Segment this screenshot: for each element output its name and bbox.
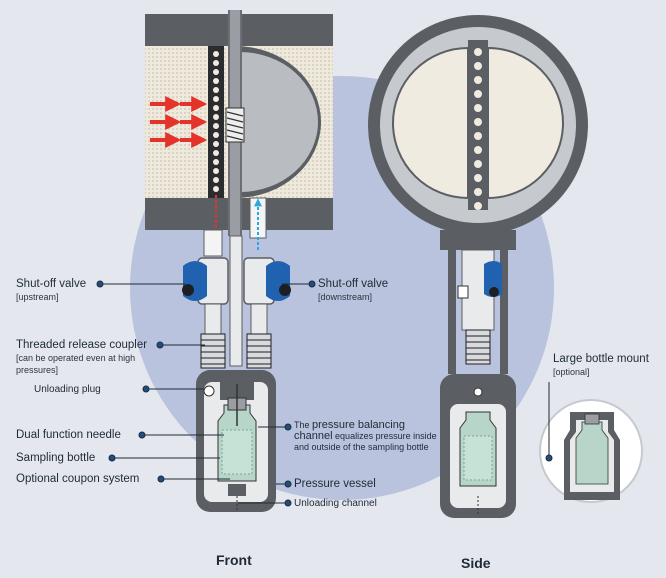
label-coupon-system-title: Optional coupon system: [16, 473, 140, 485]
label-pressure-balancing-desc: equalizes pressure inside and outside of…: [294, 431, 437, 452]
label-pressure-balancing: The pressure balancing channel equalizes…: [294, 420, 444, 453]
front-view: [145, 10, 333, 512]
label-unloading-channel: Unloading channel: [294, 497, 377, 511]
label-pressure-balancing-title: pressure balancing channel: [294, 419, 405, 442]
label-dual-needle-title: Dual function needle: [16, 429, 121, 441]
label-threaded-coupler-title: Threaded release coupler: [16, 339, 148, 351]
label-threaded-coupler-sub: [can be operated even at high pressures]: [16, 353, 136, 375]
label-pressure-vessel-title: Pressure vessel: [294, 478, 376, 490]
label-shutoff-downstream-title: Shut-off valve: [318, 278, 389, 290]
label-unloading-plug: Unloading plug: [34, 383, 101, 397]
label-coupon-system: Optional coupon system: [16, 472, 139, 486]
label-shutoff-upstream-title: Shut-off valve: [16, 278, 87, 290]
label-large-bottle-mount: Large bottle mount [optional]: [553, 352, 649, 378]
label-large-bottle-mount-sub: [optional]: [553, 367, 590, 377]
side-perforations: [474, 48, 482, 210]
label-threaded-coupler: Threaded release coupler [can be operate…: [16, 338, 164, 376]
label-pressure-vessel: Pressure vessel: [294, 477, 376, 491]
label-dual-needle: Dual function needle: [16, 428, 121, 442]
large-bottle-mount-inset: [539, 399, 643, 503]
label-unloading-plug-title: Unloading plug: [34, 384, 101, 395]
label-shutoff-downstream-sub: [downstream]: [318, 292, 373, 302]
inflow-arrows: [150, 96, 208, 148]
label-sampling-bottle-title: Sampling bottle: [16, 452, 96, 464]
label-shutoff-upstream-sub: [upstream]: [16, 292, 59, 302]
side-view: [368, 15, 588, 518]
leader-lines: [96, 280, 553, 507]
caption-front: Front: [216, 552, 252, 568]
label-pressure-balancing-lead: The: [294, 420, 313, 430]
tube-perforations: [213, 51, 219, 192]
label-unloading-channel-title: Unloading channel: [294, 498, 377, 509]
label-shutoff-upstream: Shut-off valve [upstream]: [16, 277, 86, 303]
label-large-bottle-mount-title: Large bottle mount: [553, 353, 649, 365]
caption-side: Side: [461, 555, 491, 571]
front-threaded-couplers: [200, 333, 272, 369]
label-sampling-bottle: Sampling bottle: [16, 451, 95, 465]
label-shutoff-downstream: Shut-off valve [downstream]: [318, 277, 388, 303]
